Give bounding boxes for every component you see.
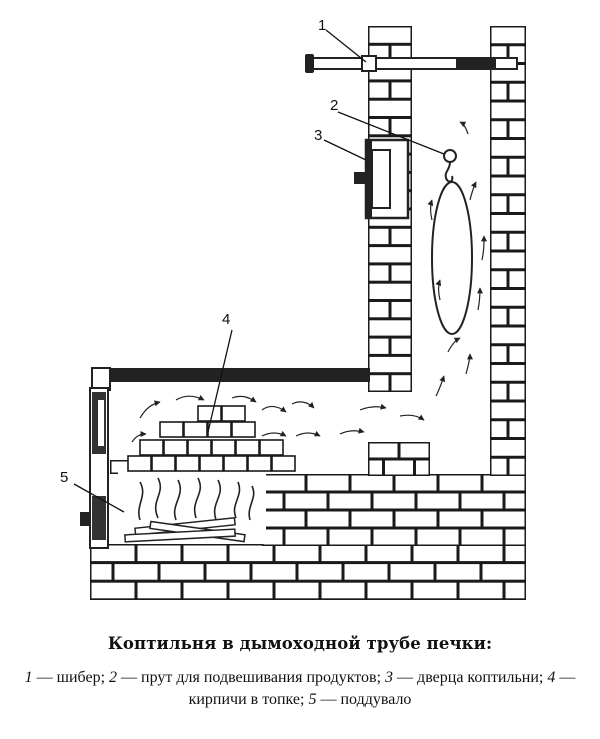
firebox-brick-stack xyxy=(127,405,296,472)
chimney-right-column xyxy=(490,26,526,476)
firewood xyxy=(124,516,246,543)
firebox-door-slot xyxy=(98,400,104,446)
smoke-arrow xyxy=(447,337,461,353)
smoke-arrow xyxy=(261,430,287,437)
smoke-arrow xyxy=(359,403,387,411)
smoke-arrow xyxy=(427,199,434,221)
stack-brick xyxy=(139,439,164,456)
stack-brick xyxy=(151,455,176,472)
callout-2: 2 xyxy=(330,97,338,114)
smoke-flow-arrows xyxy=(131,121,487,443)
stack-brick xyxy=(163,439,188,456)
smoke-arrow xyxy=(459,121,469,135)
smoke-arrow xyxy=(480,235,487,261)
stack-brick xyxy=(221,405,246,422)
callout-3: 3 xyxy=(314,127,322,144)
hanging-rod-hook xyxy=(443,149,457,183)
stack-brick xyxy=(199,455,224,472)
fire-flames xyxy=(138,477,255,521)
smoke-arrow xyxy=(469,181,477,201)
diagram-canvas: 1 2 3 4 5 xyxy=(60,17,526,600)
callout-leaders xyxy=(73,29,445,513)
stack-brick xyxy=(183,421,208,438)
stove-top-slab xyxy=(108,368,370,382)
stack-brick xyxy=(247,455,272,472)
legend-number-5: 5 xyxy=(308,691,317,708)
smoke-arrow xyxy=(139,400,161,419)
stack-brick xyxy=(235,439,260,456)
stack-brick xyxy=(259,439,284,456)
stack-brick xyxy=(127,455,152,472)
stack-brick xyxy=(271,455,296,472)
smoke-arrow xyxy=(295,430,321,437)
legend-text-4: — кирпичи в топке; xyxy=(188,669,576,708)
foundation-bricks xyxy=(90,544,526,600)
smokehouse-door xyxy=(354,138,410,220)
smoke-arrow xyxy=(435,375,446,397)
smoke-arrow xyxy=(131,431,147,443)
smoke-arrow xyxy=(435,279,442,301)
smoke-arrow xyxy=(291,401,315,409)
smokehouse-diagram: 1 2 3 4 5 xyxy=(60,17,526,600)
smoke-arrow xyxy=(231,395,257,403)
stack-brick xyxy=(187,439,212,456)
base-mass-bricks xyxy=(262,474,526,546)
legend-number-3: 3 xyxy=(385,669,394,686)
smoke-arrow xyxy=(465,353,473,375)
caption-title: Коптильня в дымоходной трубе печки: xyxy=(107,634,493,653)
stack-brick xyxy=(207,421,232,438)
smoke-arrow xyxy=(339,427,365,435)
caption-legend: 1 — шибер; 2 — прут для подвешивания про… xyxy=(0,667,600,711)
callout-4: 4 xyxy=(222,311,230,328)
legend-text-2: — прут для подвешивания продуктов; xyxy=(117,669,386,686)
smoke-arrow xyxy=(399,414,425,421)
step-bricks xyxy=(368,442,430,476)
callout-5: 5 xyxy=(60,469,68,486)
figure-caption: Коптильня в дымоходной трубе печки: 1 — … xyxy=(0,630,600,711)
hanging-product xyxy=(431,181,473,335)
stove-corner xyxy=(91,367,111,391)
legend-text-1: — шибер; xyxy=(32,669,110,686)
legend-number-1: 1 xyxy=(24,669,33,686)
stack-brick xyxy=(175,455,200,472)
stack-brick xyxy=(223,455,248,472)
stack-brick xyxy=(231,421,256,438)
legend-text-3: — дверца коптильни; xyxy=(393,669,548,686)
callout-1: 1 xyxy=(318,17,326,34)
damper-shiber xyxy=(305,54,518,73)
stack-brick xyxy=(197,405,222,422)
stack-brick xyxy=(159,421,184,438)
legend-number-2: 2 xyxy=(109,669,118,686)
legend-text-5: — поддувало xyxy=(316,691,412,708)
smoke-arrow xyxy=(175,394,205,401)
ash-pit-door xyxy=(92,496,106,540)
legend-number-4: 4 xyxy=(547,669,556,686)
smoke-arrow xyxy=(261,405,287,413)
ash-pit-handle xyxy=(80,512,90,526)
smoke-arrow xyxy=(476,287,483,311)
stack-brick xyxy=(211,439,236,456)
